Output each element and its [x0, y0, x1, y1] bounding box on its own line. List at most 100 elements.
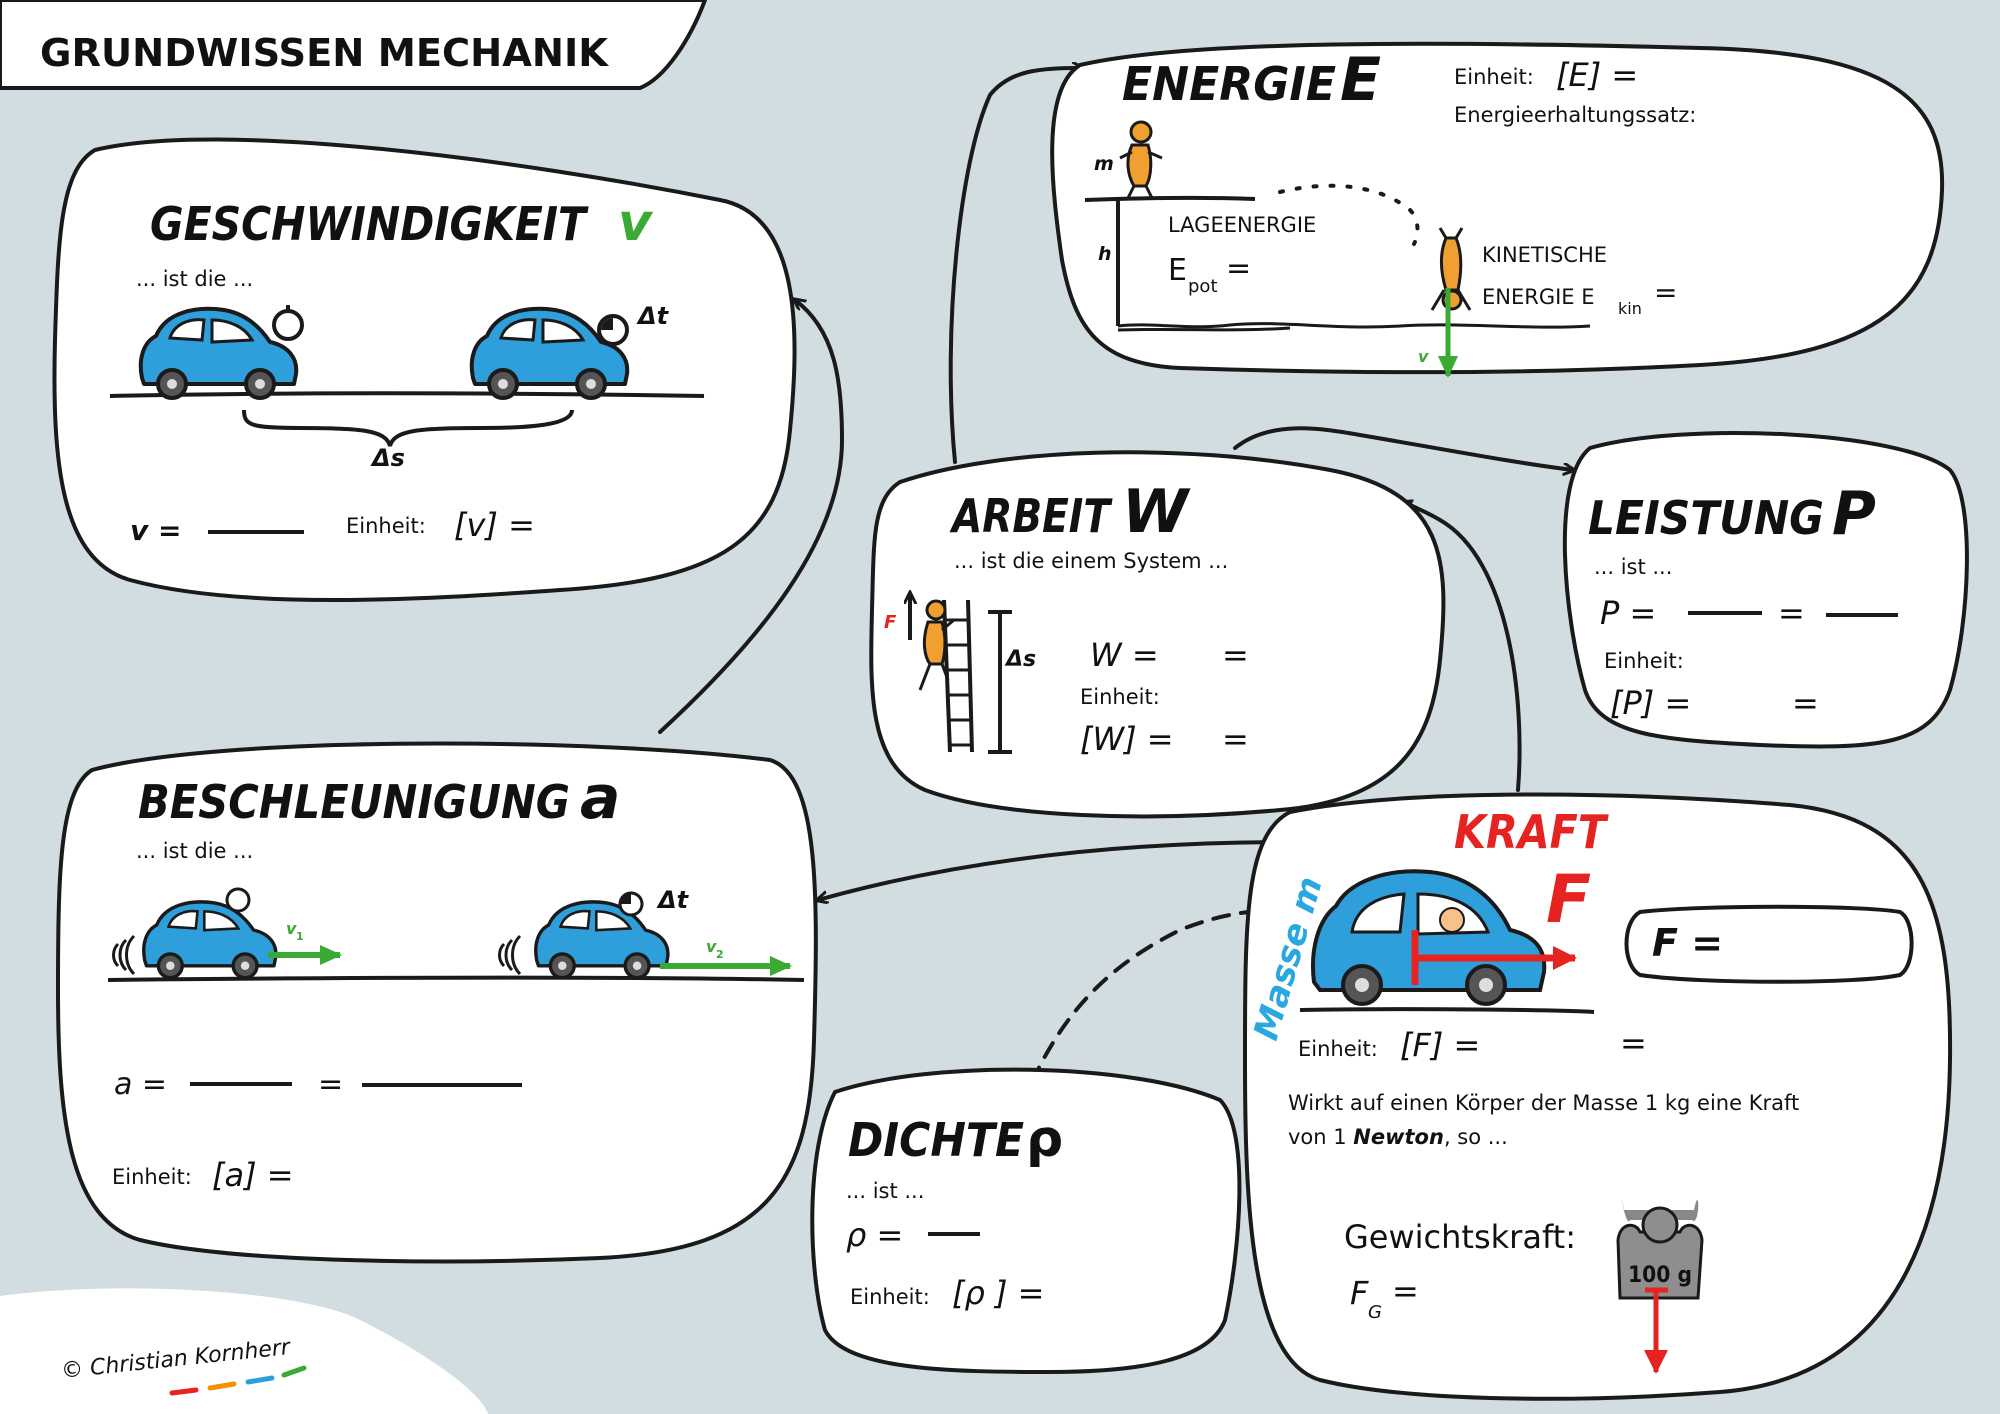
kraft-statement-line-1: Wirkt auf einen Körper der Masse 1 kg ei… [1288, 1091, 1799, 1115]
beschleunigung-formula: a = [114, 1067, 167, 1102]
arrow-beschleunigung-to-geschwindigkeit [658, 300, 845, 734]
energie-unit: [E] = [1556, 56, 1638, 94]
energie-symbol: E [1340, 45, 1381, 115]
kraft-unit: [F] = [1400, 1026, 1480, 1064]
arbeit-unit: [W] = [1080, 720, 1174, 758]
kinetic-energy-title: KINETISCHE [1482, 243, 1607, 267]
kraft-heading: KRAFT [1454, 805, 1609, 859]
formula-box [1624, 904, 1914, 984]
weight-force-eq: = [1392, 1272, 1419, 1310]
geschwindigkeit-unit: [v] = [454, 506, 535, 544]
weight-force-sub: G [1368, 1302, 1382, 1323]
water-line-left [1117, 326, 1291, 332]
kraft-formula: F = [1652, 921, 1723, 965]
title-tab [0, 0, 708, 90]
water-line [1117, 322, 1591, 329]
arbeit-force-label: F [884, 612, 897, 633]
beschleunigung-delta-t: Δt [656, 886, 690, 914]
potential-energy-sub: pot [1188, 276, 1218, 297]
energie-unit-label: Einheit: [1454, 65, 1534, 89]
kraft-unit-label: Einheit: [1298, 1037, 1378, 1061]
geschwindigkeit-delta-s: Δs [370, 444, 405, 472]
beschleunigung-unit: [a] = [212, 1156, 294, 1194]
weight-icon [1616, 1200, 1704, 1300]
velocity-v2-sub: 2 [716, 948, 724, 961]
driver-face [1439, 907, 1465, 933]
arrow-kraft-to-beschleunigung [818, 840, 1292, 900]
dichte-symbol: ρ [1026, 1109, 1063, 1169]
kinetic-energy-eq: = [1654, 276, 1677, 309]
beschleunigung-formula-eq: = [318, 1067, 343, 1102]
arbeit-unit-label: Einheit: [1080, 685, 1160, 709]
blob-arbeit [869, 450, 1446, 819]
dichte-unit-label: Einheit: [850, 1285, 930, 1309]
leistung-heading: LEISTUNG [1588, 491, 1824, 545]
geschwindigkeit-intro: ... ist die ... [136, 267, 253, 291]
dichte-intro: ... ist ... [846, 1179, 924, 1203]
beschleunigung-symbol: a [580, 763, 621, 833]
weight-force-symbol: F [1350, 1274, 1369, 1312]
kinetic-energy-prefix: ENERGIE E [1482, 285, 1595, 309]
energie-conservation: Energieerhaltungssatz: [1454, 103, 1696, 127]
arbeit-heading: ARBEIT [949, 489, 1113, 543]
ladder-rail-right [966, 599, 974, 753]
leistung-formula: P = [1600, 594, 1656, 632]
motion-lines [112, 934, 522, 976]
geschwindigkeit-delta-t: Δt [636, 302, 670, 330]
blob-dichte [810, 1067, 1242, 1375]
geschwindigkeit-symbol: v [618, 193, 654, 253]
potential-energy-symbol: E [1168, 253, 1187, 288]
leistung-unit-label: Einheit: [1604, 649, 1684, 673]
velocity-v2-label: v [706, 937, 717, 956]
stopwatch-accel-start-icon [225, 887, 251, 913]
climber-figure [918, 599, 955, 691]
geschwindigkeit-formula: v = [130, 514, 181, 547]
blob-leistung [1562, 430, 1969, 749]
energy-illustration [1084, 120, 1591, 378]
energie-heading: ENERGIE [1122, 57, 1336, 111]
blob-geschwindigkeit [52, 137, 797, 602]
beschleunigung-unit-label: Einheit: [112, 1165, 192, 1189]
arbeit-intro: ... ist die einem System ... [954, 549, 1228, 573]
copyright-color-bars [169, 1365, 307, 1396]
velocity-illustration [109, 305, 705, 534]
delta-s-brace [242, 409, 574, 447]
kraft-statement-line-2: von 1 Newton, so ... [1288, 1125, 1508, 1149]
road-line [109, 391, 705, 398]
arbeit-formula-eq: = [1222, 636, 1249, 674]
ladder-rungs [945, 618, 972, 747]
force-illustration [1299, 869, 1914, 1374]
page-title: GRUNDWISSEN MECHANIK [40, 31, 610, 75]
leistung-intro: ... ist ... [1594, 555, 1672, 579]
potential-energy-title: LAGEENERGIE [1168, 213, 1316, 237]
arbeit-delta-s: Δs [1004, 647, 1036, 672]
arbeit-unit-eq: = [1222, 720, 1249, 758]
diver-figure-top [1119, 120, 1163, 199]
kinetic-energy-sub: kin [1618, 299, 1642, 318]
leistung-symbol: P [1832, 479, 1876, 549]
arbeit-formula: W = [1090, 636, 1159, 674]
road-line-2 [107, 975, 805, 982]
arrow-arbeit-to-energie [948, 68, 1082, 464]
velocity-v1-label: v [286, 919, 297, 938]
dichte-formula: ρ = [846, 1216, 903, 1254]
blob-energie [1050, 41, 1945, 375]
road-line-3 [1299, 1007, 1595, 1014]
energie-mass-label: m [1094, 153, 1114, 175]
potential-energy-eq: = [1226, 251, 1251, 286]
copyright-corner [0, 1288, 488, 1414]
geschwindigkeit-heading: GESCHWINDIGKEIT [150, 197, 589, 251]
kraft-unit-eq: = [1620, 1024, 1647, 1062]
kraft-statement-2a: von 1 [1288, 1125, 1353, 1149]
leistung-unit: [P] = [1610, 684, 1691, 722]
platform-line [1084, 195, 1256, 202]
work-illustration [910, 594, 1012, 754]
velocity-v1-sub: 1 [296, 930, 304, 943]
kraft-statement-2c: , so ... [1444, 1125, 1508, 1149]
kraft-statement-newton: Newton [1353, 1125, 1444, 1149]
stopwatch-start-icon [272, 309, 304, 341]
beschleunigung-intro: ... ist die ... [136, 839, 253, 863]
blob-beschleunigung [55, 741, 818, 1264]
dichte-heading: DICHTE [848, 1113, 1024, 1167]
